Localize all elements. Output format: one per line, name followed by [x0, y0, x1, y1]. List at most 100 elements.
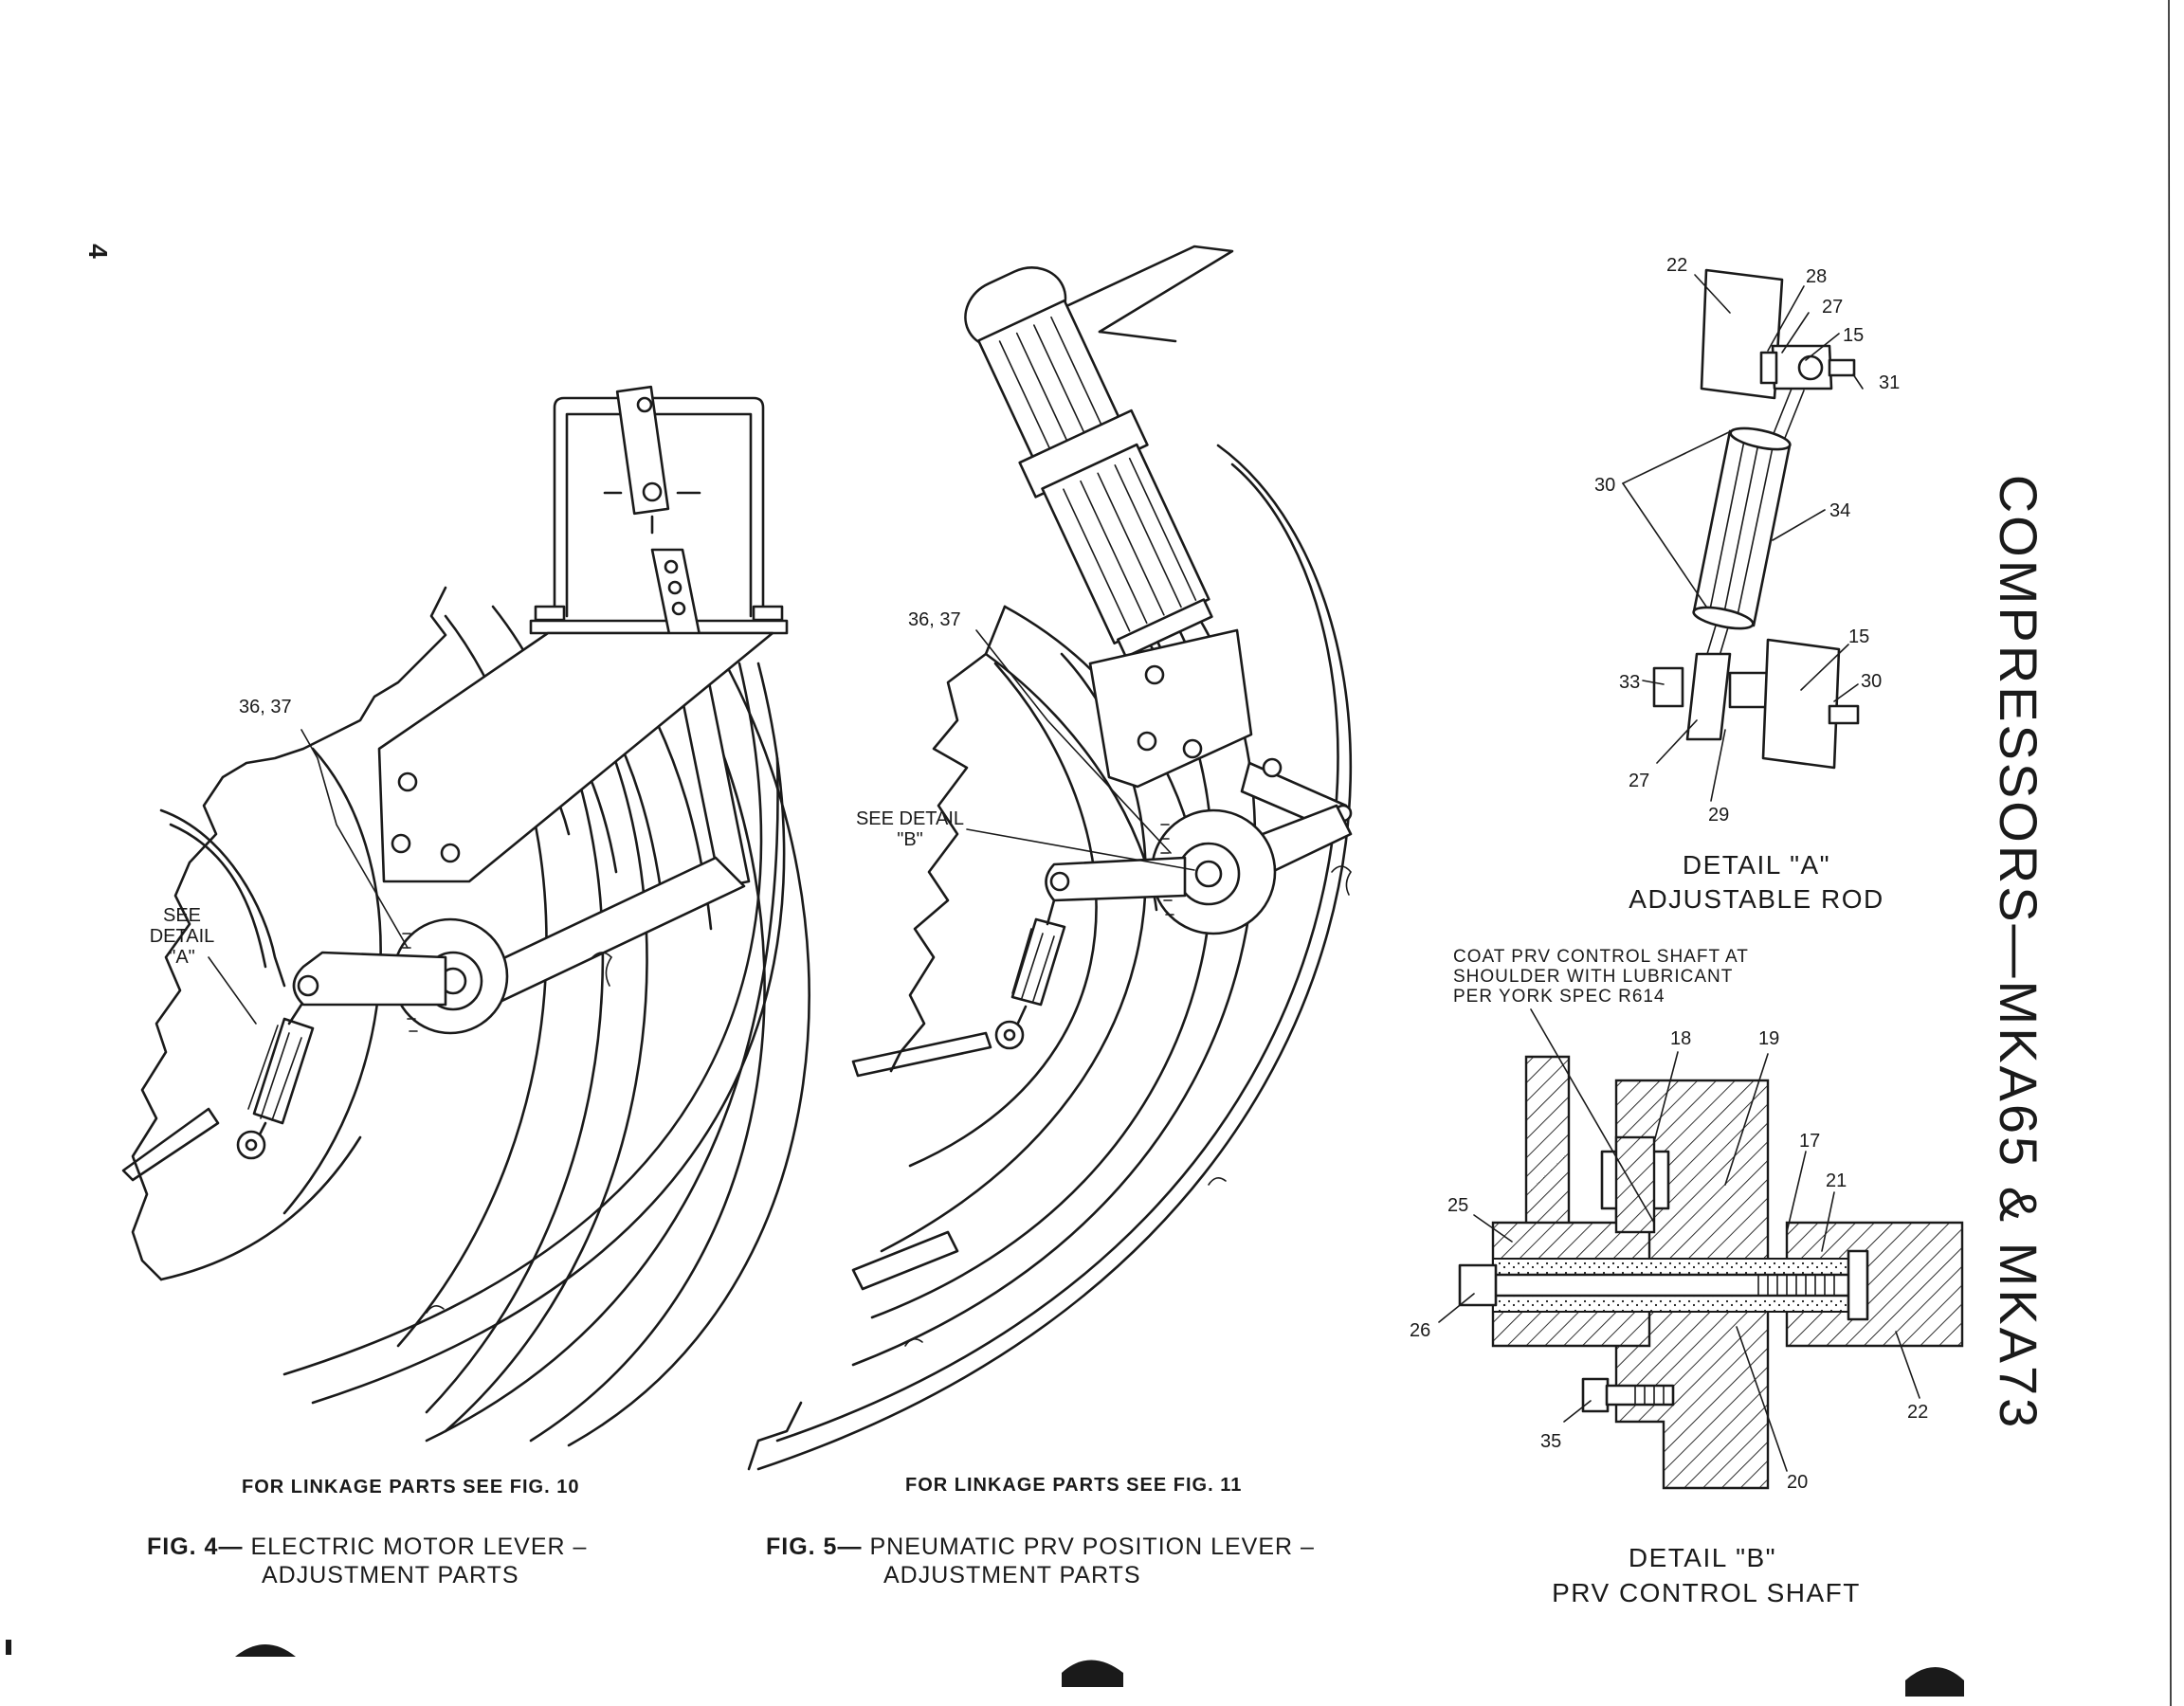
fig5-top-plate: [1050, 245, 1234, 334]
fig4-tube-strip-2: [169, 823, 267, 969]
fig4-clip-mark-1: [592, 952, 613, 987]
fig5-adj-rod-body: [1010, 917, 1066, 1007]
side-title: COMPRESSORS—MKA65 & MKA73: [1989, 475, 2048, 1431]
fig4-outer-arc-a: [282, 662, 763, 1376]
fig4-adj-rod-shaft: [287, 1003, 303, 1025]
fig4-adj-rod-lines: [247, 1025, 302, 1121]
margin-tick: [6, 1640, 11, 1655]
detail-b-leader-18: [1653, 1051, 1679, 1143]
detail-a-callout-27-bottom: 27: [1629, 771, 1649, 791]
fig4-leader-36-37: [300, 729, 409, 949]
detail-a-top-bolt: [1828, 358, 1856, 377]
fig4-see-detail-line3: "A": [169, 947, 195, 968]
detail-b-leader-21: [1821, 1191, 1835, 1252]
fig4-link-hole-1: [636, 396, 653, 413]
detail-a-callout-30-left: 30: [1594, 475, 1615, 496]
detail-a-leader-29: [1710, 729, 1726, 802]
detail-a-leader-15-top: [1805, 333, 1840, 361]
fig5-clip-mark-3: [904, 1338, 923, 1347]
fig4-clip-mark-2: [426, 1305, 445, 1314]
fig4-bracket-hole-1: [397, 771, 418, 792]
fig4-frame-foot-right: [752, 605, 784, 622]
fig5-see-detail-line1: SEE DETAIL: [856, 808, 964, 829]
detail-b-callout-21: 21: [1826, 1171, 1847, 1191]
detail-b-callout-20: 20: [1787, 1472, 1808, 1493]
detail-a-lower-nut: [1652, 666, 1684, 708]
fig5-hub-hole: [1194, 860, 1223, 888]
detail-b-callout-26: 26: [1410, 1320, 1430, 1341]
detail-b-leader-19: [1724, 1053, 1769, 1186]
fig5-linkage-note: FOR LINKAGE PARTS SEE FIG. 11: [905, 1475, 1242, 1496]
detail-b-leader-25: [1473, 1214, 1513, 1243]
detail-a-leader-15-right: [1800, 644, 1849, 691]
fig5-clip-mark-2: [1208, 1177, 1227, 1186]
punch-mark-right: [1905, 1667, 1964, 1697]
detail-a-leader-31: [1852, 373, 1864, 390]
fig4-illustration: [121, 385, 810, 1447]
detail-a-upper-shaft: [1772, 388, 1805, 439]
detail-b-note-line3: PER YORK SPEC R614: [1453, 987, 1665, 1007]
fig5-short-lever-pin: [1049, 871, 1070, 892]
detail-a-callout-28: 28: [1806, 266, 1827, 287]
page-number: 4: [83, 244, 113, 259]
fig4-bracket-hole-3: [440, 843, 461, 863]
page-edge-line: [2168, 0, 2172, 1706]
detail-a-lower-rod-end: [1685, 652, 1732, 741]
fig5-mount-hole-3: [1182, 738, 1203, 759]
fig5-mount-hole-2: [1137, 731, 1157, 752]
detail-b-lower-bolt-thread: [1634, 1385, 1665, 1406]
fig4-bracket-plate: [377, 631, 774, 883]
detail-a-illustration: [1622, 268, 1864, 802]
fig4-rod-hole-3: [671, 601, 686, 616]
fig4-caption-line1: FIG. 4—ELECTRIC MOTOR LEVER –: [147, 1534, 587, 1560]
detail-a-callout-30-right: 30: [1861, 671, 1882, 692]
detail-a-callout-34: 34: [1829, 500, 1850, 521]
detail-a-leader-27-bottom: [1656, 719, 1698, 764]
fig5-hub-marks: [1160, 824, 1174, 916]
detail-b-title: DETAIL "B": [1629, 1543, 1776, 1572]
fig5-see-detail-line2: "B": [897, 829, 923, 850]
detail-b-note-line2: SHOULDER WITH LUBRICANT: [1453, 967, 1733, 987]
fig5-caption-line1: FIG. 5—PNEUMATIC PRV POSITION LEVER –: [766, 1534, 1315, 1560]
detail-a-callout-33: 33: [1619, 672, 1640, 693]
fig5-number: FIG. 5—: [766, 1534, 862, 1560]
detail-b-callout-22: 22: [1907, 1402, 1928, 1423]
detail-b-collar: [1614, 1135, 1656, 1234]
detail-b-shaft-core: [1491, 1273, 1865, 1298]
fig5-cylinder-ribs: [998, 316, 1197, 632]
detail-a-lower-plate: [1761, 638, 1841, 770]
fig4-number: FIG. 4—: [147, 1534, 243, 1560]
detail-b-left-wall: [1524, 1055, 1571, 1234]
detail-b-leader-20: [1736, 1326, 1788, 1472]
fig5-adj-rod-eye-hole: [1003, 1028, 1016, 1042]
fig4-frame-foot-left: [534, 605, 566, 622]
fig5-bottom-tube: [851, 1230, 959, 1291]
fig5-top-plate-edge: [1098, 330, 1177, 343]
detail-b-lower-bolt: [1605, 1384, 1675, 1407]
fig4-frame: [553, 396, 765, 618]
fig4-outer-arc-c: [425, 756, 779, 1443]
fig4-adj-rod-eye-hole: [245, 1138, 258, 1152]
detail-a-callout-27-top: 27: [1822, 297, 1843, 318]
detail-a-leader-30-right: [1833, 683, 1859, 702]
detail-b-callout-19: 19: [1758, 1028, 1779, 1049]
detail-b-callout-35: 35: [1540, 1431, 1561, 1452]
detail-a-barrel-lines: [1708, 440, 1774, 621]
detail-b-leader-note: [1530, 1008, 1655, 1224]
detail-b-bolt-thread: [1757, 1274, 1835, 1297]
fig4-link-plate: [615, 385, 670, 516]
fig4-housing-break: [131, 586, 447, 1281]
fig5-caption-line2: ADJUSTMENT PARTS: [883, 1562, 1141, 1588]
fig4-link-hole-2: [642, 481, 663, 502]
fig4-frame-inner: [565, 412, 753, 618]
fig4-callout-36-37: 36, 37: [239, 697, 292, 717]
detail-a-callout-22: 22: [1666, 255, 1687, 276]
detail-b-nut: [1847, 1249, 1869, 1321]
punch-mark-center: [1062, 1660, 1123, 1687]
detail-a-callout-15-top: 15: [1843, 325, 1864, 346]
fig5-leader-36-37: [975, 629, 1172, 854]
fig5-bottom-edge: [747, 1401, 803, 1471]
fig5-adj-rod-lines: [1011, 928, 1055, 1002]
fig4-housing-arc-7: [567, 652, 810, 1447]
